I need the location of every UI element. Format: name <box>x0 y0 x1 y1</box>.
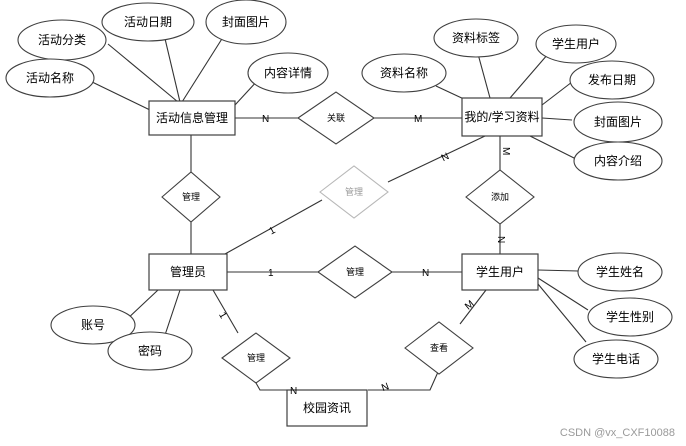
line-student-gender <box>537 277 589 311</box>
entity-student: 学生用户 <box>461 253 539 291</box>
watermark-text: CSDN @vx_CXF10088 <box>560 427 675 439</box>
svg-text:密码: 密码 <box>138 343 162 358</box>
rel-manage-news: 管理 <box>221 332 291 384</box>
svg-text:活动日期: 活动日期 <box>124 15 172 29</box>
line-material-cover <box>541 117 573 121</box>
svg-text:学生用户: 学生用户 <box>552 36 600 51</box>
line-manage-news-news <box>255 382 316 391</box>
svg-text:关联: 关联 <box>327 112 345 123</box>
attr-material-cover: 封面图片 <box>573 101 663 143</box>
card-admin-news-news: N <box>290 386 297 397</box>
attr-admin-password: 密码 <box>107 331 193 371</box>
svg-text:管理: 管理 <box>346 266 364 277</box>
svg-text:资料标签: 资料标签 <box>452 30 500 45</box>
svg-text:内容介绍: 内容介绍 <box>594 153 642 168</box>
attr-activity-category: 活动分类 <box>17 19 107 61</box>
card-admin-material-admin: 1 <box>267 225 277 238</box>
attr-material-name: 资料名称 <box>361 53 447 93</box>
card-link-material: M <box>414 114 422 125</box>
attr-activity-cover: 封面图片 <box>205 0 287 45</box>
rel-manage-activity: 管理 <box>161 171 221 223</box>
attr-material-date: 发布日期 <box>569 60 655 100</box>
entity-material-label: 我的/学习资料 <box>464 109 539 124</box>
card-admin-news-admin: 1 <box>216 310 229 321</box>
line-admin-password <box>163 289 181 339</box>
svg-text:学生姓名: 学生姓名 <box>596 264 644 279</box>
line-activity-cover <box>181 33 226 103</box>
svg-text:封面图片: 封面图片 <box>594 115 642 129</box>
line-admin-manage-news <box>212 289 239 334</box>
svg-text:封面图片: 封面图片 <box>222 15 270 29</box>
card-link-activity: N <box>262 114 269 125</box>
line-material-name <box>435 85 467 101</box>
svg-text:管理: 管理 <box>247 352 265 363</box>
entity-material: 我的/学习资料 <box>461 97 543 137</box>
entity-news-label: 校园资讯 <box>303 400 351 415</box>
card-admin-student-student: N <box>422 268 429 279</box>
rel-view: 查看 <box>404 321 474 375</box>
line-material-tag <box>477 53 491 99</box>
attr-material-intro: 内容介绍 <box>573 141 663 181</box>
attr-material-tag: 资料标签 <box>433 18 519 58</box>
line-view-student <box>459 289 487 325</box>
entity-student-label: 学生用户 <box>476 264 524 279</box>
card-add-student: N <box>495 236 506 243</box>
attr-activity-name: 活动名称 <box>5 58 95 98</box>
entity-activity-label: 活动信息管理 <box>156 110 228 125</box>
attr-student-name: 学生姓名 <box>577 252 663 292</box>
svg-text:内容详情: 内容详情 <box>264 65 312 80</box>
entity-news: 校园资讯 <box>286 389 368 427</box>
cardinality-labels: N M M N 1 N 1 N 1 N N M <box>216 114 511 397</box>
card-view-news: N <box>380 381 391 394</box>
rel-link: 关联 <box>297 91 375 145</box>
entity-admin-label: 管理员 <box>170 264 206 279</box>
entity-admin: 管理员 <box>148 253 228 291</box>
card-admin-student-admin: 1 <box>268 268 274 279</box>
rel-manage-student: 管理 <box>317 245 393 299</box>
rel-manage-material: 管理 <box>319 165 389 219</box>
card-admin-material-material: N <box>440 151 451 164</box>
svg-text:添加: 添加 <box>491 192 509 202</box>
attr-student-phone: 学生电话 <box>573 339 659 379</box>
svg-text:活动分类: 活动分类 <box>38 33 86 47</box>
svg-text:查看: 查看 <box>430 342 448 353</box>
line-manage-faded-material <box>387 135 486 183</box>
svg-text:发布日期: 发布日期 <box>588 72 636 87</box>
svg-text:管理: 管理 <box>182 191 200 202</box>
line-admin-manage-faded <box>224 199 323 255</box>
rel-add: 添加 <box>465 169 535 225</box>
attr-admin-account: 账号 <box>50 305 136 345</box>
attr-student-gender: 学生性别 <box>587 297 673 337</box>
card-view-student: M <box>463 299 476 313</box>
svg-text:活动名称: 活动名称 <box>26 70 74 85</box>
line-activity-name <box>87 79 151 111</box>
line-material-date <box>541 81 573 106</box>
line-student-phone <box>537 283 587 343</box>
line-material-intro <box>529 135 579 161</box>
entity-activity: 活动信息管理 <box>148 100 236 136</box>
svg-text:资料名称: 资料名称 <box>380 65 428 80</box>
attr-activity-date: 活动日期 <box>101 2 195 42</box>
attr-material-user: 学生用户 <box>535 24 617 64</box>
svg-text:账号: 账号 <box>81 318 105 332</box>
svg-text:学生电话: 学生电话 <box>592 351 640 366</box>
svg-text:管理: 管理 <box>345 186 363 197</box>
line-material-user <box>509 53 549 99</box>
svg-text:学生性别: 学生性别 <box>606 309 654 324</box>
line-activity-category <box>107 43 179 103</box>
attr-activity-detail: 内容详情 <box>247 52 329 94</box>
card-add-material: M <box>500 147 511 155</box>
line-student-name <box>537 269 579 272</box>
line-news-view <box>368 371 439 391</box>
